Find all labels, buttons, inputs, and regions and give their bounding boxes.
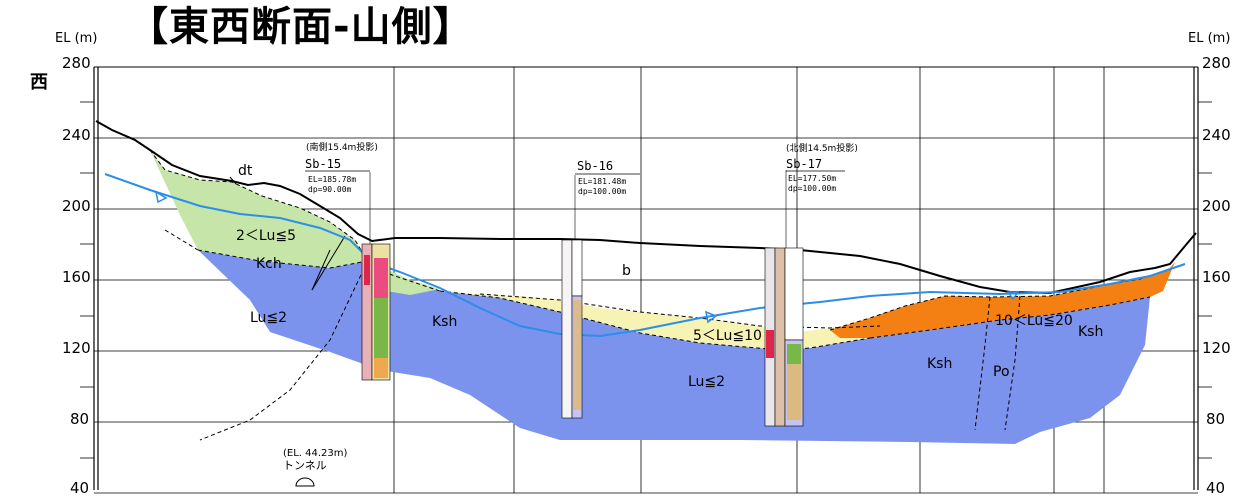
borehole-sb16 — [561, 175, 583, 419]
tunnel-icon — [295, 477, 315, 487]
sb17-dp: dp=100.00m — [788, 184, 836, 193]
sb17-note: (北側14.5m投影) — [786, 142, 858, 154]
layer-label-lu-5-10: 5＜Lu≦10 — [693, 328, 762, 344]
water-level-markers — [154, 190, 1020, 324]
page-title: 【東西断面-山側】 — [128, 4, 474, 50]
left-tick-120: 120 — [62, 339, 91, 357]
layer-label-lu-center: Lu≦2 — [688, 374, 725, 390]
sb17-name: Sb-17 — [786, 157, 822, 171]
borehole-sb15 — [361, 172, 391, 381]
fault-lines — [311, 235, 346, 291]
groundwater-line — [104, 173, 1186, 338]
direction-label-west: 西 — [30, 72, 48, 93]
right-tick-120: 120 — [1202, 339, 1231, 357]
right-tick-80: 80 — [1206, 410, 1225, 428]
layer-label-dt: dt — [238, 163, 253, 179]
right-tick-40: 40 — [1206, 479, 1225, 497]
layer-label-kch: Kch — [256, 256, 282, 272]
left-tick-40: 40 — [70, 479, 89, 497]
right-tick-240: 240 — [1202, 126, 1231, 144]
diagram-frame — [93, 66, 1199, 490]
layer-label-po: Po — [993, 364, 1010, 380]
left-tick-80: 80 — [70, 410, 89, 428]
sb16-name: Sb-16 — [577, 159, 613, 173]
left-tick-200: 200 — [62, 197, 91, 215]
sb15-el: EL=185.78m — [308, 175, 356, 184]
sb16-dp: dp=100.00m — [578, 187, 626, 196]
axis-unit-left: EL (m) — [55, 31, 97, 46]
right-tick-280: 280 — [1202, 54, 1231, 72]
minor-ticks — [80, 101, 1212, 459]
sb15-name: Sb-15 — [305, 157, 341, 171]
layer-label-lu-2-5: 2＜Lu≦5 — [236, 228, 296, 244]
sb16-el: EL=181.48m — [578, 177, 626, 186]
axis-unit-right: EL (m) — [1188, 31, 1230, 46]
sb15-dp: dp=90.00m — [308, 185, 352, 194]
zone-lu-le-2 — [198, 250, 1150, 444]
borehole-sb17 — [764, 170, 804, 427]
layer-label-lu-10-20: 10＜Lu≦20 — [995, 313, 1073, 329]
left-tick-160: 160 — [62, 268, 91, 286]
left-tick-240: 240 — [62, 126, 91, 144]
layer-label-ksh-left: Ksh — [432, 314, 457, 330]
left-tick-280: 280 — [62, 54, 91, 72]
right-tick-200: 200 — [1202, 197, 1231, 215]
sb15-note: (南側15.4m投影) — [306, 141, 378, 153]
tunnel-label: トンネル — [283, 459, 327, 472]
layer-label-lu-left: Lu≦2 — [250, 310, 287, 326]
layer-label-ksh-mid: Ksh — [927, 356, 952, 372]
layer-label-b: b — [622, 263, 631, 279]
sb17-el: EL=177.50m — [788, 174, 836, 183]
layer-label-ksh-right: Ksh — [1078, 324, 1103, 340]
zone-lu-10-20 — [830, 262, 1175, 338]
tunnel-elevation: (EL. 44.23m) — [283, 448, 348, 459]
right-tick-160: 160 — [1202, 268, 1231, 286]
